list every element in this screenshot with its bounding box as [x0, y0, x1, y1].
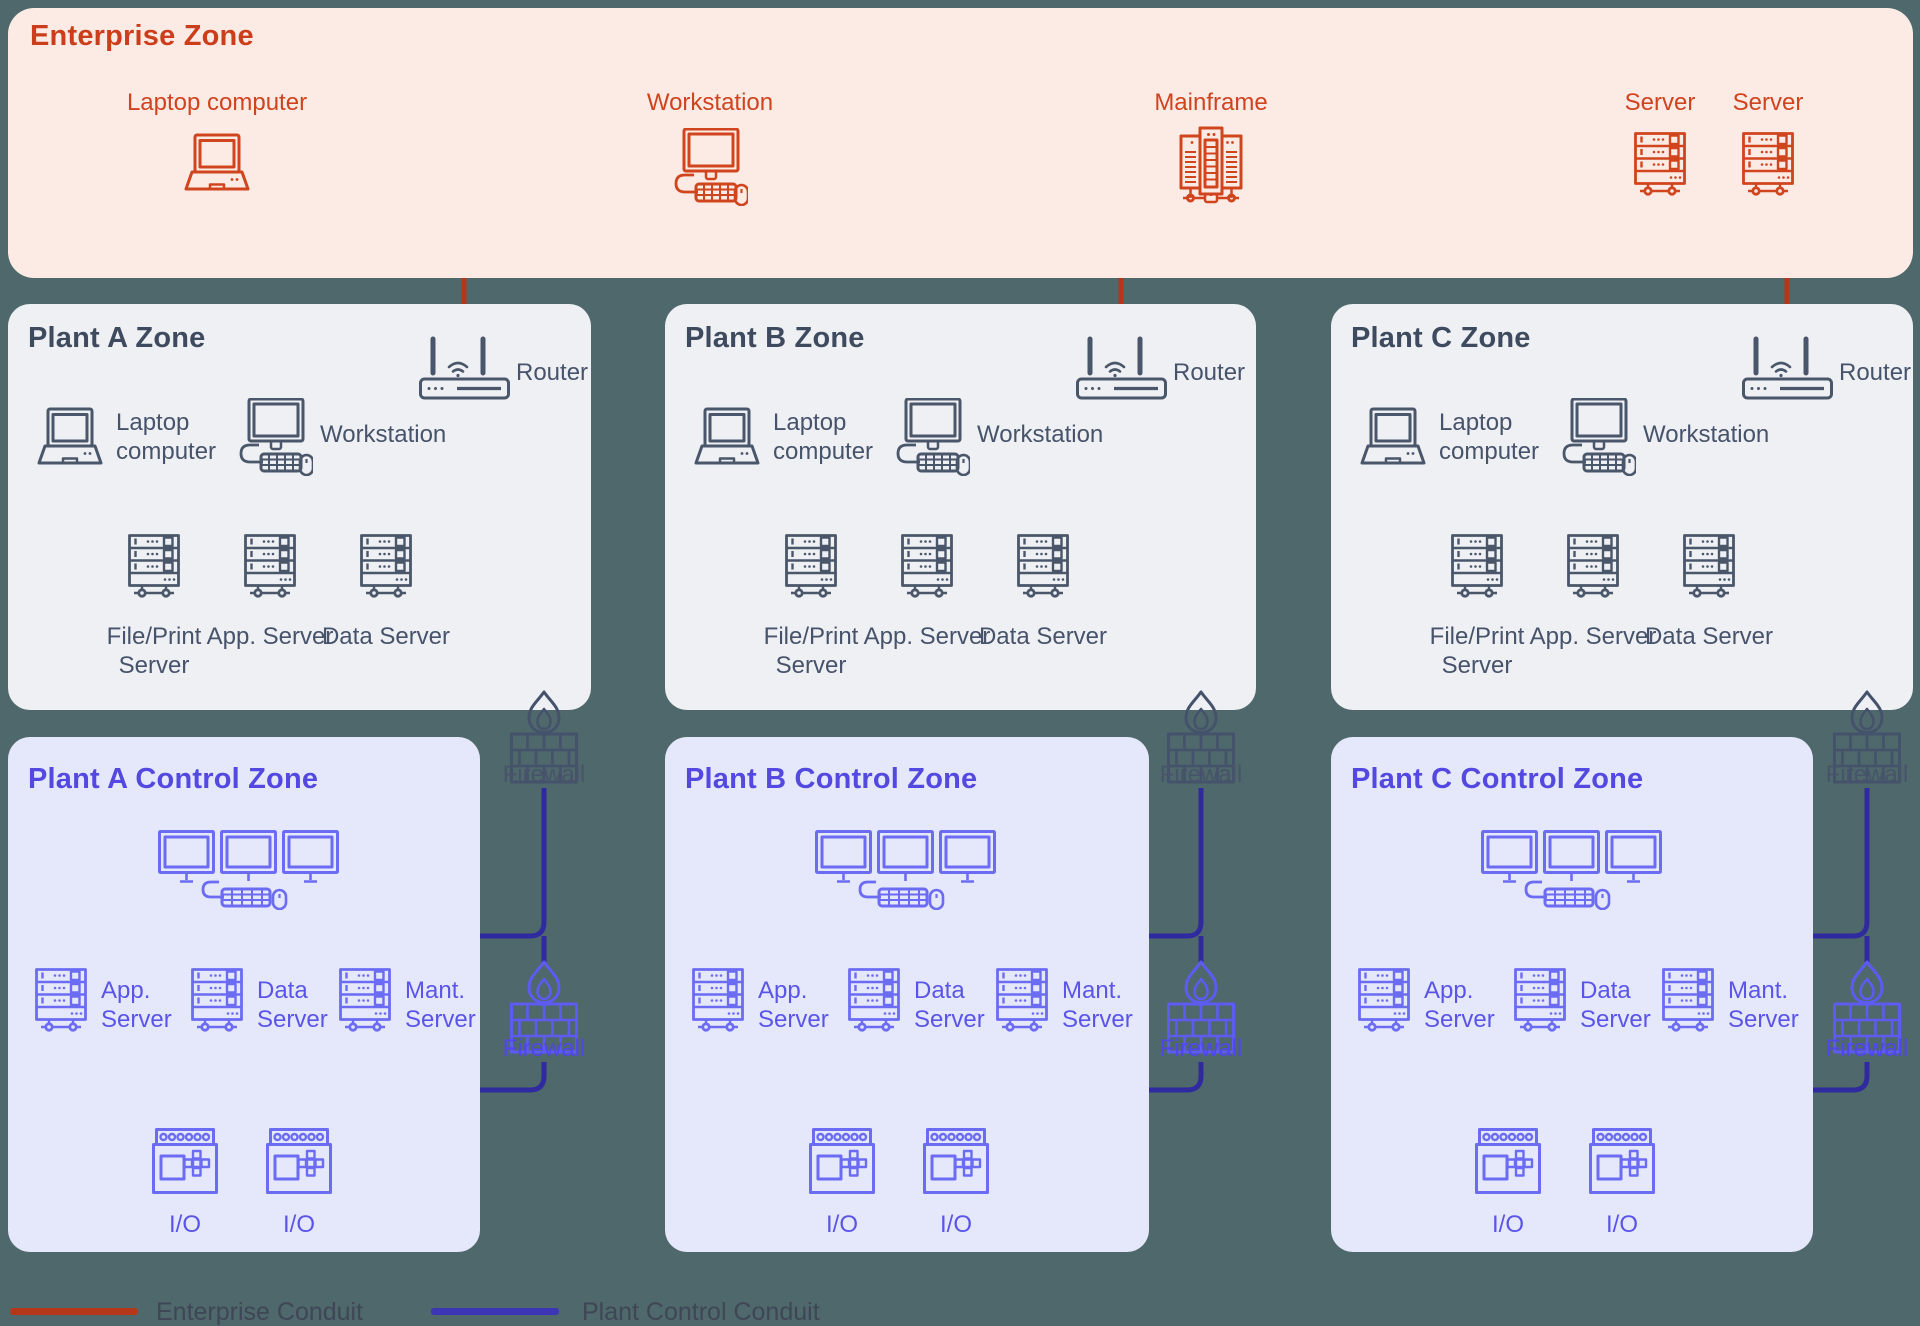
firewall-label: Firewall	[502, 1035, 586, 1062]
io-label: I/O	[282, 1211, 315, 1238]
data-server-label: Data Server	[321, 623, 451, 650]
server-icon	[35, 968, 87, 1032]
plant-c-column: Plant C Zone Router Laptop computer Work…	[1331, 0, 1920, 1326]
server-icon	[692, 968, 744, 1032]
workstation-icon	[1562, 398, 1636, 476]
control-data-server-label: Data Server	[914, 977, 985, 1033]
hmi-workstation-icon	[1481, 830, 1662, 910]
plant-zone-title: Plant A Zone	[28, 322, 206, 354]
enterprise-zone-box	[8, 8, 1913, 278]
enterprise-conduit-legend-label: Enterprise Conduit	[156, 1298, 364, 1326]
laptop-label: Laptop computer	[773, 409, 874, 465]
plant-zone-title: Plant B Zone	[685, 322, 865, 354]
io-module-icon	[923, 1128, 989, 1194]
control-zone-title: Plant A Control Zone	[28, 763, 319, 795]
server-icon	[360, 534, 412, 598]
router-icon	[1742, 336, 1834, 412]
server-icon	[901, 534, 953, 598]
plant-c-zone-box	[1331, 304, 1913, 710]
laptop-label: Laptop computer	[1439, 409, 1540, 465]
enterprise-laptop-label: Laptop computer	[126, 89, 308, 116]
data-server-label: Data Server	[978, 623, 1108, 650]
io-label: I/O	[1605, 1211, 1638, 1238]
control-data-server-label: Data Server	[1580, 977, 1651, 1033]
io-module-icon	[266, 1128, 332, 1194]
enterprise-conduit-legend-line	[10, 1308, 138, 1315]
plant-control-conduit-legend-label: Plant Control Conduit	[582, 1298, 820, 1326]
control-mant-server-label: Mant. Server	[405, 977, 476, 1033]
control-mant-server-label: Mant. Server	[1728, 977, 1799, 1033]
hmi-workstation-icon	[815, 830, 996, 910]
control-zone-title: Plant C Control Zone	[1351, 763, 1644, 795]
server-icon	[1683, 534, 1735, 598]
hmi-workstation-icon	[158, 830, 339, 910]
plant-a-column: Plant A Zone Router Laptop computer Work…	[8, 0, 608, 1326]
server-icon	[785, 534, 837, 598]
app-server-label: App. Server	[863, 623, 991, 650]
server-icon	[1634, 132, 1686, 196]
enterprise-server-1-label: Server	[1624, 89, 1696, 116]
io-label: I/O	[1491, 1211, 1524, 1238]
server-icon	[244, 534, 296, 598]
app-server-label: App. Server	[1529, 623, 1657, 650]
workstation-icon	[674, 128, 748, 206]
server-icon	[128, 534, 180, 598]
control-app-server-label: App. Server	[1424, 977, 1495, 1033]
laptop-label: Laptop computer	[116, 409, 217, 465]
laptop-icon	[694, 407, 760, 465]
plant-b-column: Plant B Zone Router Laptop computer Work…	[665, 0, 1265, 1326]
server-icon	[1567, 534, 1619, 598]
plant-zone-title: Plant C Zone	[1351, 322, 1531, 354]
io-label: I/O	[939, 1211, 972, 1238]
firewall-label: Firewall	[1825, 1035, 1909, 1062]
workstation-icon	[896, 398, 970, 476]
io-module-icon	[1589, 1128, 1655, 1194]
workstation-label: Workstation	[977, 421, 1104, 448]
file-print-server-label: File/Print Server	[1429, 623, 1525, 679]
enterprise-workstation-label: Workstation	[646, 89, 774, 116]
server-icon	[1742, 132, 1794, 196]
enterprise-mainframe-label: Mainframe	[1154, 89, 1268, 116]
io-label: I/O	[168, 1211, 201, 1238]
workstation-label: Workstation	[320, 421, 447, 448]
firewall-label: Firewall	[502, 761, 586, 788]
control-data-server-label: Data Server	[257, 977, 328, 1033]
workstation-label: Workstation	[1643, 421, 1770, 448]
file-print-server-label: File/Print Server	[106, 623, 202, 679]
server-icon	[1358, 968, 1410, 1032]
plant-b-zone-box	[665, 304, 1256, 710]
firewall-label: Firewall	[1825, 761, 1909, 788]
workstation-icon	[239, 398, 313, 476]
control-mant-server-label: Mant. Server	[1062, 977, 1133, 1033]
plant-control-conduit-legend-line	[431, 1308, 559, 1315]
io-label: I/O	[825, 1211, 858, 1238]
app-server-label: App. Server	[206, 623, 334, 650]
laptop-icon	[37, 407, 103, 465]
router-icon	[419, 336, 511, 412]
firewall-label: Firewall	[1159, 761, 1243, 788]
router-label: Router	[1839, 359, 1912, 386]
io-module-icon	[152, 1128, 218, 1194]
control-app-server-label: App. Server	[101, 977, 172, 1033]
io-module-icon	[1475, 1128, 1541, 1194]
router-icon	[1076, 336, 1168, 412]
plant-a-zone-box	[8, 304, 591, 710]
control-zone-title: Plant B Control Zone	[685, 763, 978, 795]
laptop-icon	[1360, 407, 1426, 465]
plant-c-control-zone-box	[1331, 737, 1813, 1252]
laptop-icon	[184, 133, 250, 191]
enterprise-zone-title: Enterprise Zone	[30, 20, 254, 52]
io-module-icon	[809, 1128, 875, 1194]
plant-b-control-zone-box	[665, 737, 1149, 1252]
server-icon	[1451, 534, 1503, 598]
enterprise-server-2-label: Server	[1732, 89, 1804, 116]
control-app-server-label: App. Server	[758, 977, 829, 1033]
router-label: Router	[516, 359, 589, 386]
server-icon	[1017, 534, 1069, 598]
firewall-label: Firewall	[1159, 1035, 1243, 1062]
data-server-label: Data Server	[1644, 623, 1774, 650]
mainframe-icon	[1179, 126, 1243, 204]
file-print-server-label: File/Print Server	[763, 623, 859, 679]
router-label: Router	[1173, 359, 1246, 386]
